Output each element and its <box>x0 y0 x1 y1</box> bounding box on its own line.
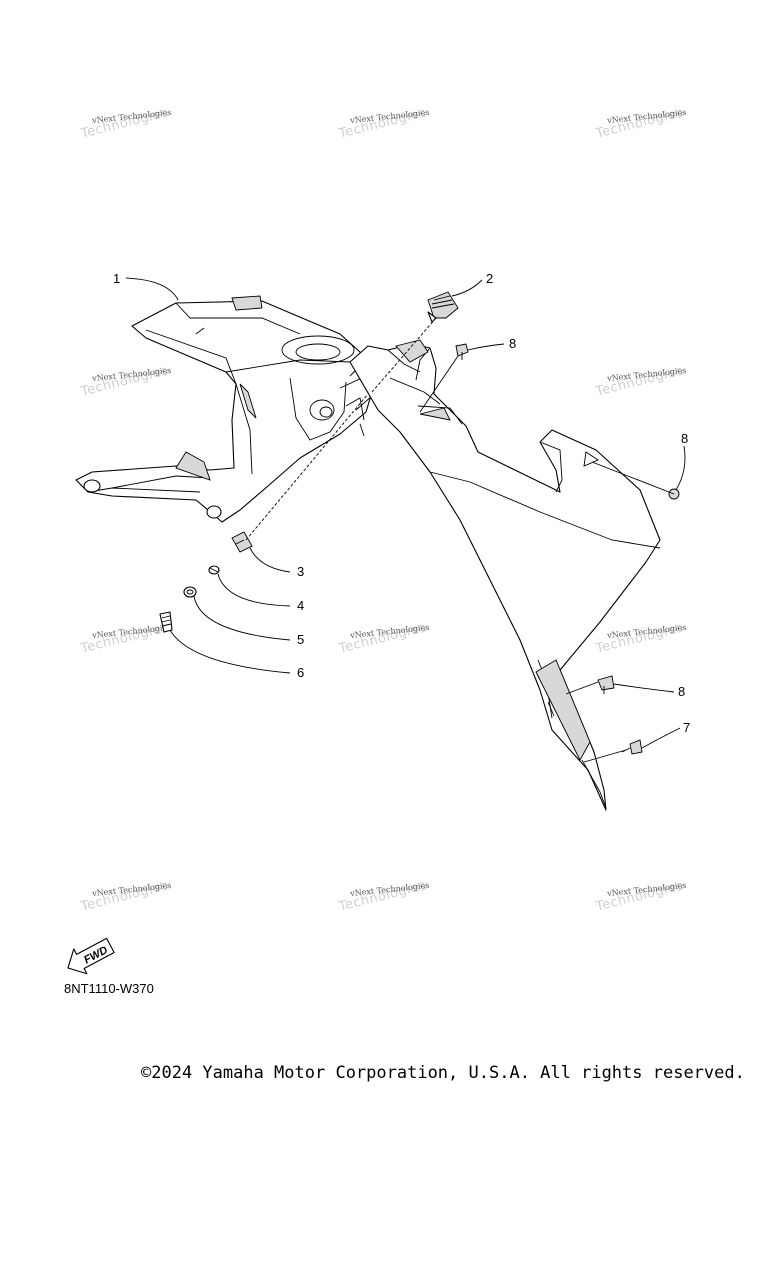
assembly-guides <box>245 317 675 763</box>
part-2-cover[interactable] <box>427 291 459 323</box>
fwd-arrow-icon: FWD <box>67 937 115 975</box>
callout-4: 4 <box>297 598 304 613</box>
part-code: 8NT1110-W370 <box>64 981 154 996</box>
callout-1: 1 <box>113 271 120 286</box>
callout-8-top: 8 <box>509 336 516 351</box>
part-4-washer[interactable] <box>208 565 220 575</box>
fwd-badge-text: FWD <box>82 944 110 966</box>
leader-lines <box>125 277 686 749</box>
callout-5: 5 <box>297 632 304 647</box>
copyright-notice: ©2024 Yamaha Motor Corporation, U.S.A. A… <box>141 1063 745 1083</box>
part-6-bolt[interactable] <box>159 611 173 633</box>
callout-8-lower: 8 <box>678 684 685 699</box>
side-cover-panel[interactable] <box>349 339 661 811</box>
part-5-collar[interactable] <box>183 586 197 598</box>
callout-6: 6 <box>297 665 304 680</box>
part-7-rivet[interactable] <box>621 739 643 755</box>
callout-7: 7 <box>683 720 690 735</box>
callout-8-right: 8 <box>681 431 688 446</box>
part-1-rear-fender[interactable] <box>75 295 373 523</box>
callout-3: 3 <box>297 564 304 579</box>
part-3-nut[interactable] <box>231 531 253 553</box>
part-8-screw-lower[interactable] <box>597 675 615 694</box>
callout-2: 2 <box>486 271 493 286</box>
part-8-screw-top[interactable] <box>455 343 469 360</box>
